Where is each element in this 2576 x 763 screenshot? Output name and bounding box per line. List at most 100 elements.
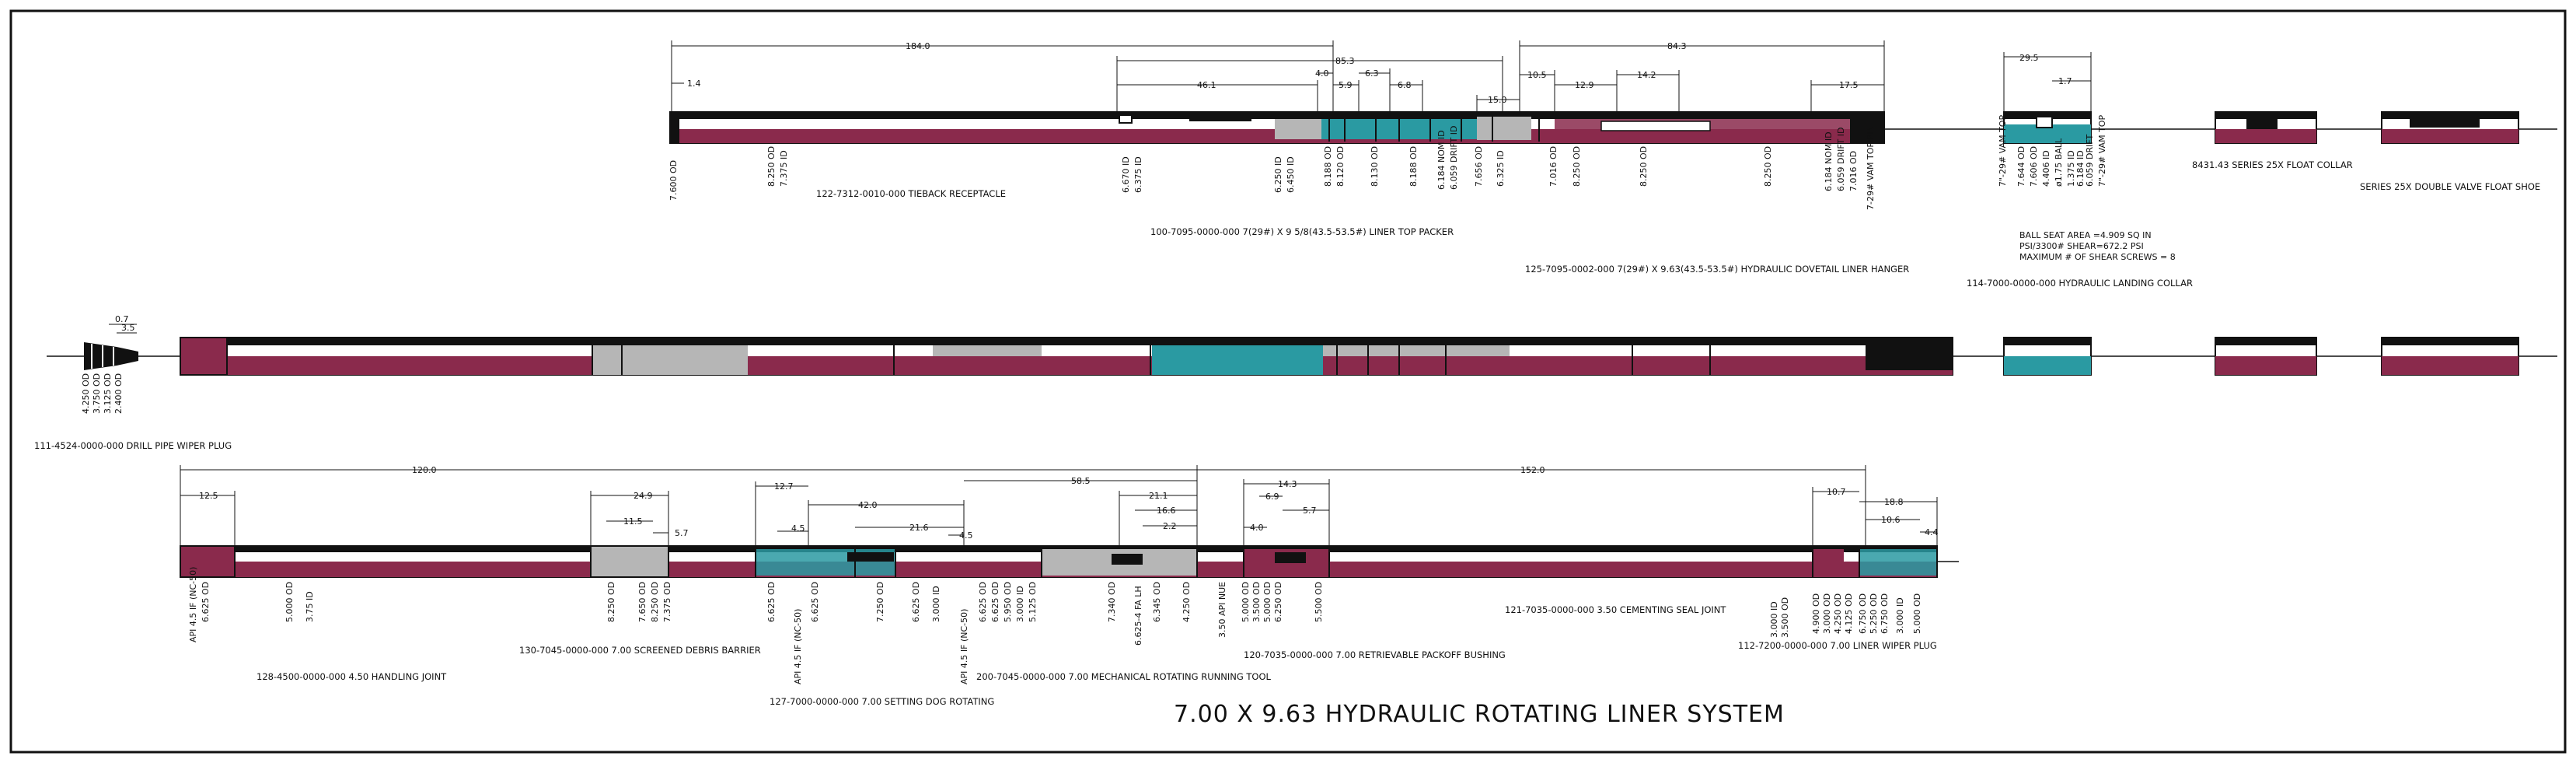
top-row-assembly xyxy=(669,111,2557,144)
float-collar xyxy=(2215,111,2317,144)
screened-debris-barrier xyxy=(590,545,669,578)
svg-text:6.059 DRIFT ID: 6.059 DRIFT ID xyxy=(1449,126,1459,190)
plug-od-labels: 4.250 OD 3.750 OD 3.125 OD 2.400 OD xyxy=(81,373,124,414)
svg-text:7.650 OD: 7.650 OD xyxy=(637,582,647,622)
svg-text:4.0: 4.0 xyxy=(1315,68,1329,79)
cementing-seal-joint xyxy=(1813,549,1844,576)
svg-text:PSI/3300# SHEAR=672.2 PSI: PSI/3300# SHEAR=672.2 PSI xyxy=(2019,241,2144,251)
plug-part-label: 111-4524-0000-000 DRILL PIPE WIPER PLUG xyxy=(34,440,232,451)
svg-text:8.250 OD: 8.250 OD xyxy=(766,146,777,187)
top-row-dimension-arrows xyxy=(2003,52,2092,112)
svg-text:6.059 DRIFT ID: 6.059 DRIFT ID xyxy=(1836,128,1846,191)
svg-text:8.250 OD: 8.250 OD xyxy=(606,582,616,622)
svg-text:5.250 OD: 5.250 OD xyxy=(1869,593,1879,634)
svg-text:125-7095-0002-000 7(29#) X 9.6: 125-7095-0002-000 7(29#) X 9.63(43.5-53.… xyxy=(1525,264,1909,275)
svg-text:8.120 OD: 8.120 OD xyxy=(1335,146,1346,187)
svg-text:6.375 ID: 6.375 ID xyxy=(1133,156,1143,193)
svg-text:18.8: 18.8 xyxy=(1884,497,1904,507)
svg-text:5.000 OD: 5.000 OD xyxy=(1241,582,1251,622)
svg-text:6.625 OD: 6.625 OD xyxy=(810,582,820,622)
svg-text:4.0: 4.0 xyxy=(1250,523,1264,533)
svg-text:42.0: 42.0 xyxy=(858,500,878,510)
svg-text:6.250 ID: 6.250 ID xyxy=(1273,156,1283,193)
svg-text:6.250 OD: 6.250 OD xyxy=(1273,582,1283,622)
svg-text:17.5: 17.5 xyxy=(1839,80,1859,90)
svg-text:2.2: 2.2 xyxy=(1163,521,1177,531)
svg-text:6.184 NOM ID: 6.184 NOM ID xyxy=(1436,130,1447,190)
float-shoe xyxy=(2381,111,2519,144)
svg-text:24.9: 24.9 xyxy=(634,491,653,501)
liner-top-packer xyxy=(1321,119,1492,139)
svg-text:1.4: 1.4 xyxy=(687,79,701,89)
svg-text:5.7: 5.7 xyxy=(1303,506,1317,516)
svg-text:85.3: 85.3 xyxy=(1335,56,1355,66)
svg-text:6.345 OD: 6.345 OD xyxy=(1152,582,1162,622)
top-row-dimension-values: 184.0 85.3 84.3 1.4 46.1 4.0 5.9 6.3 6.8… xyxy=(687,41,2072,105)
svg-text:14.3: 14.3 xyxy=(1278,479,1297,489)
top-row-dimensions xyxy=(671,40,1885,112)
svg-text:6.325 ID: 6.325 ID xyxy=(1496,150,1506,187)
svg-text:3.500 OD: 3.500 OD xyxy=(1780,597,1790,638)
bottom-row-dimension-values: 120.0 12.5 24.9 11.5 5.7 12.7 4.5 42.0 2… xyxy=(199,465,1939,541)
svg-text:7.600 OD: 7.600 OD xyxy=(668,160,679,201)
svg-text:6.625-4 FA LH: 6.625-4 FA LH xyxy=(1133,586,1143,646)
svg-text:8.250 OD: 8.250 OD xyxy=(1763,146,1773,187)
svg-text:3.50 API NUE: 3.50 API NUE xyxy=(1217,582,1227,638)
svg-text:MAXIMUM # OF SHEAR SCREWS = 8: MAXIMUM # OF SHEAR SCREWS = 8 xyxy=(2019,252,2176,262)
svg-text:15.0: 15.0 xyxy=(1488,95,1507,105)
svg-text:4.250 OD: 4.250 OD xyxy=(1833,593,1843,634)
svg-text:6.625 OD: 6.625 OD xyxy=(766,582,777,622)
svg-text:10.7: 10.7 xyxy=(1827,487,1846,497)
drawing-title: 7.00 X 9.63 HYDRAULIC ROTATING LINER SYS… xyxy=(1174,701,1785,728)
svg-text:3.000 ID: 3.000 ID xyxy=(1015,586,1025,622)
hydraulic-landing-collar xyxy=(2003,111,2092,144)
svg-text:7.375 ID: 7.375 ID xyxy=(779,150,789,187)
top-row-od-labels: 7.600 OD 8.250 OD 7.375 ID 6.670 ID 6.37… xyxy=(668,125,1876,210)
svg-text:5.7: 5.7 xyxy=(675,528,689,538)
svg-text:10.5: 10.5 xyxy=(1527,70,1547,80)
svg-text:4.406 ID: 4.406 ID xyxy=(2041,150,2051,187)
bottom-row-dimensions xyxy=(180,465,1938,546)
svg-text:4.5: 4.5 xyxy=(791,523,805,534)
svg-text:4.125 OD: 4.125 OD xyxy=(1844,593,1854,634)
bottom-row-part-labels: 128-4500-0000-000 4.50 HANDLING JOINT 13… xyxy=(257,604,1937,707)
svg-text:6.625 OD: 6.625 OD xyxy=(990,582,1000,622)
plug-dim-b: 3.5 xyxy=(121,323,135,333)
svg-text:7.016 OD: 7.016 OD xyxy=(1548,146,1559,187)
svg-text:4.4: 4.4 xyxy=(1925,527,1939,537)
svg-text:6.059 DRIFT: 6.059 DRIFT xyxy=(2085,135,2095,187)
svg-text:6.750 OD: 6.750 OD xyxy=(1858,593,1868,634)
svg-text:12.9: 12.9 xyxy=(1575,80,1594,90)
svg-text:3.750 OD: 3.750 OD xyxy=(92,373,102,414)
svg-text:10.6: 10.6 xyxy=(1881,515,1901,525)
svg-text:6.3: 6.3 xyxy=(1365,68,1379,79)
svg-text:120.0: 120.0 xyxy=(412,465,437,475)
top-row-part-labels: 122-7312-0010-000 TIEBACK RECEPTACLE 100… xyxy=(816,159,2540,289)
svg-text:4.250 OD: 4.250 OD xyxy=(81,373,91,414)
svg-text:21.1: 21.1 xyxy=(1149,491,1168,501)
svg-text:BALL SEAT AREA =4.909 SQ IN: BALL SEAT AREA =4.909 SQ IN xyxy=(2019,230,2152,240)
svg-text:5.500 OD: 5.500 OD xyxy=(1314,582,1324,622)
svg-text:3.125 OD: 3.125 OD xyxy=(103,373,113,414)
svg-text:128-4500-0000-000 4.50 HANDLIN: 128-4500-0000-000 4.50 HANDLING JOINT xyxy=(257,671,447,682)
svg-text:121-7035-0000-000 3.50 CEMENTI: 121-7035-0000-000 3.50 CEMENTING SEAL JO… xyxy=(1505,604,1726,615)
svg-text:12.7: 12.7 xyxy=(774,481,794,492)
svg-text:7"-29# VAM TOP: 7"-29# VAM TOP xyxy=(2097,115,2107,187)
drill-pipe-wiper-plug xyxy=(84,342,138,370)
svg-text:6.625 OD: 6.625 OD xyxy=(911,582,921,622)
svg-text:8.250 OD: 8.250 OD xyxy=(1639,146,1649,187)
liner-wiper-plug xyxy=(1859,549,1937,576)
svg-text:7"-29# VAM TOP: 7"-29# VAM TOP xyxy=(1998,115,2008,187)
svg-text:8.188 OD: 8.188 OD xyxy=(1408,146,1419,187)
svg-text:3.000 ID: 3.000 ID xyxy=(931,586,941,622)
svg-text:8.130 OD: 8.130 OD xyxy=(1370,146,1380,187)
svg-text:46.1: 46.1 xyxy=(1197,80,1216,90)
landing-collar-labels: 7"-29# VAM TOP 7.644 OD 7.606 OD 4.406 I… xyxy=(1998,115,2107,187)
svg-text:7.656 OD: 7.656 OD xyxy=(1474,146,1484,187)
plug-dim-a: 0.7 xyxy=(115,314,129,324)
svg-text:2.400 OD: 2.400 OD xyxy=(113,373,124,414)
svg-text:3.000 ID: 3.000 ID xyxy=(1895,597,1905,634)
svg-text:3.500 OD: 3.500 OD xyxy=(1251,582,1262,622)
svg-text:7.644 OD: 7.644 OD xyxy=(2016,146,2026,187)
